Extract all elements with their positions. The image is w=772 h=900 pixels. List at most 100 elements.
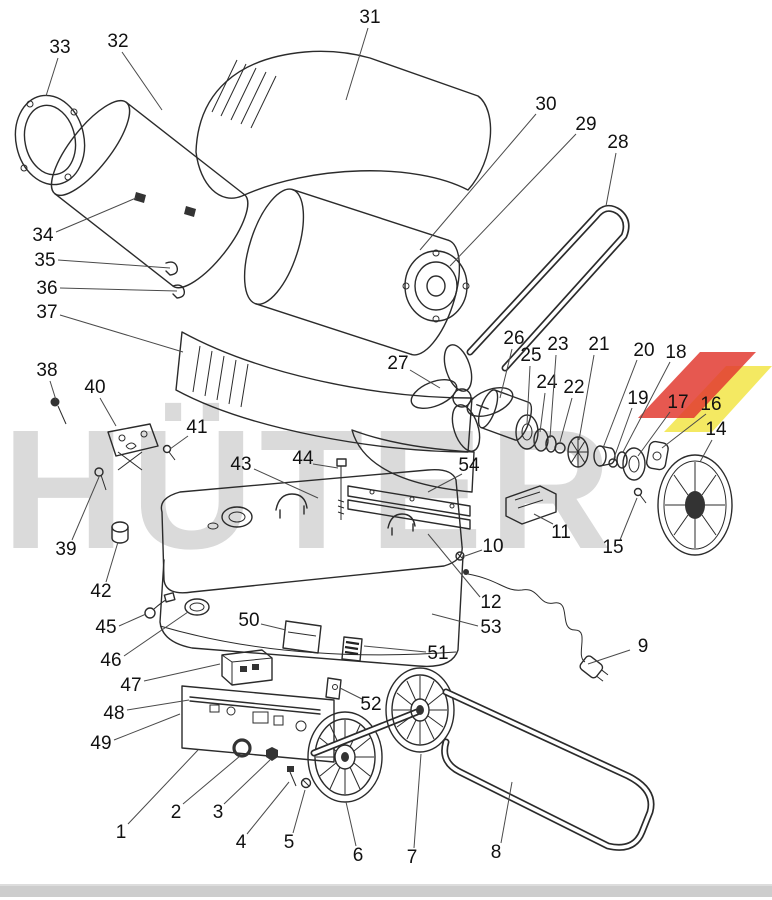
- part-52-hinge: [325, 677, 342, 700]
- part-44-bolt: [336, 458, 347, 520]
- part-34-clamp: [134, 192, 196, 217]
- callout-leader-21: [578, 354, 595, 441]
- callout-leader-29: [449, 133, 577, 267]
- callout-leader-2: [182, 755, 241, 805]
- part-46-cap: [184, 598, 210, 616]
- callout-leader-28: [605, 152, 617, 207]
- callout-label-6: 6: [353, 845, 364, 866]
- callout-label-8: 8: [491, 842, 502, 863]
- callout-leader-33: [45, 57, 59, 97]
- callout-leader-32: [121, 51, 163, 111]
- part-35-clip: [165, 261, 179, 276]
- part-21-rotor: [567, 436, 589, 468]
- callout-leader-45: [118, 613, 147, 627]
- callout-label-38: 38: [36, 360, 57, 381]
- watermark-text: HÜTER: [2, 395, 618, 585]
- callout-leader-27: [409, 369, 441, 389]
- part-pump-stack: [515, 414, 669, 504]
- part-31-top-cover: [195, 50, 492, 199]
- callout-leader-30: [419, 113, 537, 251]
- callout-label-16: 16: [700, 394, 721, 415]
- part-51-label-sticker: [341, 636, 363, 662]
- part-28-handle-frame: [466, 204, 630, 372]
- callout-leader-46: [123, 611, 189, 657]
- callout-label-11: 11: [551, 522, 571, 543]
- callout-leader-18: [622, 361, 671, 453]
- callout-label-48: 48: [103, 703, 124, 724]
- callout-label-7: 7: [407, 847, 418, 868]
- callout-leader-3: [223, 759, 271, 805]
- callout-leader-40: [99, 397, 117, 427]
- callout-label-12: 12: [480, 592, 501, 613]
- part-49-front-panel: [181, 685, 335, 763]
- callout-leader-16: [661, 413, 707, 449]
- callout-leader-31: [345, 27, 369, 101]
- callout-leader-35: [57, 259, 171, 269]
- part-53-tank-body: [159, 555, 464, 668]
- callout-leader-51: [363, 645, 427, 653]
- callout-label-17: 17: [667, 392, 688, 413]
- callout-leader-19: [613, 407, 633, 459]
- part-42-cap: [111, 521, 129, 544]
- callout-label-14: 14: [705, 419, 727, 440]
- bottom-bar: [0, 884, 772, 897]
- callout-leader-10: [464, 549, 483, 557]
- callout-label-32: 32: [107, 31, 128, 52]
- callout-label-49: 49: [90, 733, 111, 754]
- callout-label-23: 23: [547, 334, 568, 355]
- callout-label-25: 25: [520, 345, 541, 366]
- callout-label-44: 44: [292, 448, 314, 469]
- part-54-bracket-bar: [347, 485, 471, 530]
- callout-label-37: 37: [36, 302, 57, 323]
- callout-leader-15: [619, 497, 638, 541]
- callout-leader-38: [49, 380, 57, 401]
- part-2-washer: [232, 738, 252, 758]
- part-40-igniter-bracket: [107, 423, 159, 471]
- part-33-front-ring: [14, 94, 86, 186]
- callout-label-9: 9: [638, 636, 649, 657]
- callout-label-15: 15: [602, 537, 623, 558]
- callout-label-27: 27: [387, 353, 408, 374]
- callout-label-40: 40: [84, 377, 105, 398]
- part-11-bracket: [505, 485, 557, 525]
- callout-leader-53: [431, 613, 479, 627]
- callout-label-31: 31: [359, 7, 380, 28]
- callout-leader-39: [71, 476, 100, 541]
- callout-label-10: 10: [482, 536, 503, 557]
- part-18-disc: [616, 451, 628, 469]
- callout-leader-41: [169, 435, 189, 450]
- callout-leader-43: [253, 468, 319, 499]
- part-15-screw: [633, 487, 647, 504]
- callout-label-45: 45: [95, 617, 116, 638]
- watermark-layer: HÜTER: [2, 352, 772, 585]
- callout-label-28: 28: [607, 132, 628, 153]
- part-50-plate: [282, 620, 322, 654]
- part-39-screw: [94, 467, 107, 491]
- part-8-support-frame: [441, 688, 655, 851]
- callout-label-46: 46: [100, 650, 121, 671]
- callout-label-18: 18: [665, 342, 686, 363]
- callout-label-54: 54: [458, 455, 480, 476]
- callout-leader-8: [500, 781, 513, 844]
- callout-leader-11: [533, 513, 554, 525]
- callout-leader-17: [637, 411, 671, 457]
- callout-leader-34: [55, 197, 137, 233]
- callout-leader-52: [339, 687, 363, 700]
- callout-leader-9: [587, 649, 631, 665]
- bottom-scrollbar[interactable]: [0, 886, 772, 897]
- part-30-inner-cylinder: [243, 188, 461, 356]
- callout-leader-24: [539, 392, 546, 433]
- callout-label-51: 51: [427, 643, 448, 664]
- callout-label-26: 26: [503, 328, 524, 349]
- part-3-nut: [266, 747, 278, 761]
- callout-label-50: 50: [238, 610, 259, 631]
- callout-label-22: 22: [563, 377, 584, 398]
- part-38-screw: [50, 397, 67, 425]
- callout-label-19: 19: [627, 388, 648, 409]
- callout-leader-48: [126, 699, 190, 711]
- part-16-end-cap: [645, 440, 669, 471]
- callout-label-30: 30: [535, 94, 556, 115]
- callout-label-2: 2: [171, 802, 182, 823]
- part-7-wheel: [310, 667, 455, 757]
